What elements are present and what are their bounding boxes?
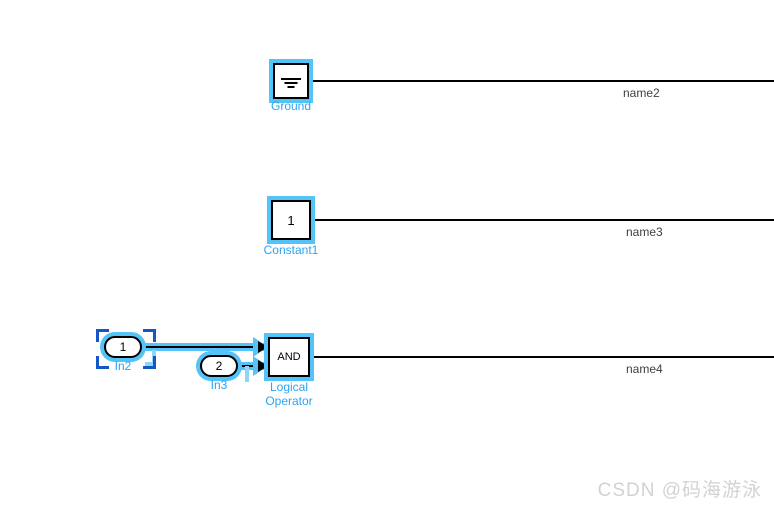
constant-value: 1 bbox=[287, 212, 295, 228]
port-label-in3: In3 bbox=[210, 378, 228, 392]
inport-in3-value: 2 bbox=[215, 359, 223, 373]
ground-symbol-icon-bar1 bbox=[281, 78, 301, 80]
csdn-watermark: CSDN @码海游泳 bbox=[597, 480, 762, 501]
selection-handle-bottom-left[interactable] bbox=[96, 356, 109, 369]
arrowhead-in2 bbox=[258, 341, 268, 353]
arrowhead-in3 bbox=[258, 360, 268, 372]
block-ground[interactable] bbox=[273, 63, 309, 99]
block-label-ground: Ground bbox=[270, 99, 312, 113]
selection-handle-top-right[interactable] bbox=[143, 329, 156, 342]
block-constant1[interactable]: 1 bbox=[271, 200, 311, 240]
signal-wire-name3[interactable] bbox=[311, 219, 774, 221]
selection-handle-top-left[interactable] bbox=[96, 329, 109, 342]
signal-label-name3: name3 bbox=[626, 225, 663, 239]
inport-in2-value: 1 bbox=[119, 340, 127, 354]
port-stub-in3-vertical bbox=[245, 366, 249, 382]
selection-handle-bottom-right[interactable] bbox=[143, 356, 156, 369]
ground-symbol-icon-bar3 bbox=[287, 86, 295, 88]
port-stub-in2-horizontal bbox=[145, 362, 156, 366]
signal-wire-name2[interactable] bbox=[309, 80, 774, 82]
inport-in3[interactable]: 2 bbox=[200, 355, 238, 377]
port-label-in2: In2 bbox=[114, 359, 132, 373]
signal-label-name4: name4 bbox=[626, 362, 663, 376]
block-logical-operator[interactable]: AND bbox=[268, 337, 310, 377]
signal-wire-in2-to-and[interactable] bbox=[140, 346, 272, 348]
block-label-constant1: Constant1 bbox=[263, 243, 319, 257]
ground-symbol-icon-bar2 bbox=[284, 82, 298, 84]
block-label-logical-operator-line2: Operator bbox=[265, 394, 313, 408]
logical-and-icon: AND bbox=[277, 351, 301, 363]
inport-in2[interactable]: 1 bbox=[104, 336, 142, 358]
signal-wire-name4[interactable] bbox=[310, 356, 774, 358]
block-label-logical-operator-line1: Logical bbox=[269, 380, 309, 394]
signal-label-name2: name2 bbox=[623, 86, 660, 100]
